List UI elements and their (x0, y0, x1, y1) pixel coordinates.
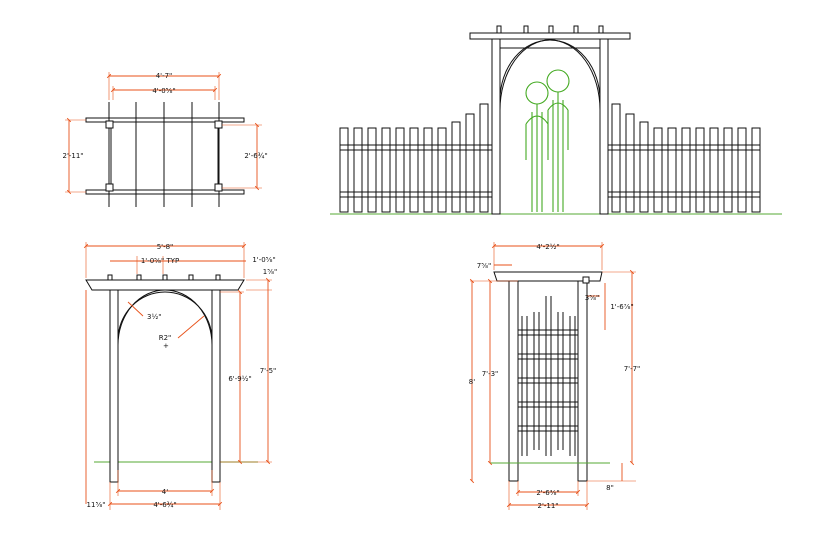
side-height-8: 8' (469, 378, 475, 386)
front-top-width: 5'-8" (157, 243, 174, 251)
front-post-clear: 4' (162, 488, 168, 496)
front-end-overhang: 1'-0⅝" (252, 256, 275, 264)
front-slat-ends (107, 274, 221, 281)
side-post-left (508, 280, 519, 482)
top-overall-depth: 2'-11" (62, 152, 83, 160)
side-height-77: 7'-7" (624, 365, 641, 373)
side-outer: 2'-11" (537, 502, 558, 510)
front-post-right (211, 289, 221, 483)
side-top-edge: 7⅝" (477, 262, 491, 270)
front-slat-spacing: 1'-0⅝" TYP (141, 257, 179, 265)
front-top-beam (85, 279, 245, 291)
top-view: 4'-7" 4'-0⅝" 2'-11" 2'-6¾" (62, 72, 268, 207)
side-lattice (518, 296, 578, 456)
arbor-post-left (491, 38, 501, 215)
fence-left (339, 103, 492, 213)
front-arch-outer (117, 289, 213, 346)
post-sq-1 (105, 120, 114, 129)
front-view: 5'-8" 1'-0⅝" TYP 1'-0⅝" 1⅝" 3½" R2" + 6'… (83, 242, 277, 510)
arch-center-mark: + (163, 342, 169, 350)
post-sq-2 (214, 120, 223, 129)
fence-elevation (330, 25, 782, 215)
front-arch-inset: 3½" (147, 313, 161, 321)
front-post-outside: 4'-6¾" (153, 501, 176, 509)
front-arch-height: 6'-9½" (228, 375, 251, 383)
top-post-spacing: 4'-0⅝" (152, 87, 175, 95)
side-lattice-offset: 3⅝" (585, 294, 599, 302)
side-view: 4'-2½" 7⅝" 8' 7'-3" 7'-7" 3⅝" 1'-6⅞" 8" … (469, 242, 640, 510)
post-sq-3 (105, 183, 114, 192)
front-post-width: 11⅝" (87, 501, 106, 509)
side-top-width: 4'-2½" (536, 243, 559, 251)
person-figures (525, 69, 570, 212)
arbor-post-right (599, 38, 609, 215)
front-top-thickness: 1⅝" (263, 268, 277, 276)
front-total-height: 7'-5" (260, 367, 277, 375)
top-overall-width: 4'-7" (156, 72, 173, 80)
fence-right (608, 103, 761, 213)
side-base: 8" (606, 484, 614, 492)
front-post-left (109, 289, 119, 483)
side-height-73: 7'-3" (482, 370, 499, 378)
arbor-arch (499, 39, 601, 111)
pergola-top (469, 32, 631, 40)
side-lattice-top: 1'-6⅞" (610, 303, 633, 311)
pergola-top-slats (496, 25, 604, 34)
top-post-depth: 2'-6¾" (244, 152, 267, 160)
side-top-beam (493, 271, 603, 282)
front-arch-radius: R2" (159, 334, 172, 342)
side-post-right (577, 280, 588, 482)
side-inner: 2'-6⅜" (536, 489, 559, 497)
post-sq-4 (214, 183, 223, 192)
